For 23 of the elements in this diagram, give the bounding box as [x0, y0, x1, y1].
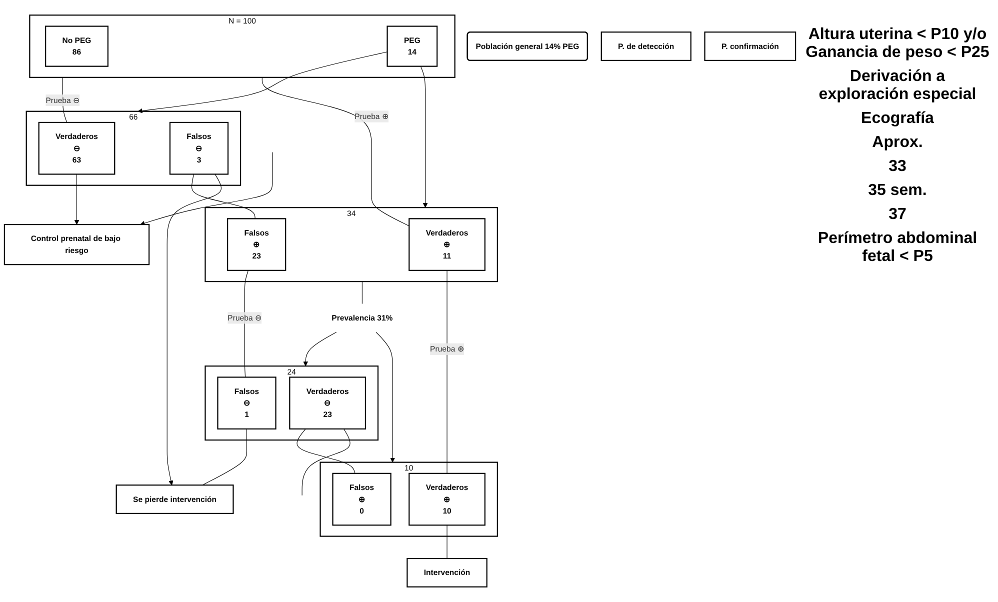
- note-text: Perímetro abdominal fetal < P5: [816, 230, 978, 266]
- note-text: Ecografía: [860, 110, 935, 128]
- connector: [262, 77, 410, 226]
- arrow: [166, 174, 222, 486]
- arrow: [376, 332, 395, 463]
- arrow: [140, 152, 273, 226]
- connector: [446, 524, 448, 559]
- note-text: 33: [888, 158, 908, 176]
- note-text: Aprox.: [871, 134, 924, 152]
- arrow: [303, 332, 337, 366]
- note-text: 37: [888, 206, 908, 224]
- arrow: [74, 174, 80, 225]
- arrow: [420, 66, 428, 208]
- connector: [244, 270, 249, 378]
- connector: [446, 270, 448, 474]
- connector: [296, 428, 356, 474]
- connector: [302, 428, 350, 496]
- connector: [202, 428, 248, 486]
- note-text: 35 sem.: [867, 182, 928, 200]
- connector: [191, 174, 256, 219]
- note-text: Altura uterina < P10 y/o Ganancia de peso < P25: [805, 26, 990, 62]
- arrow: [138, 52, 388, 114]
- note-text: Derivación a exploración especial: [818, 68, 978, 104]
